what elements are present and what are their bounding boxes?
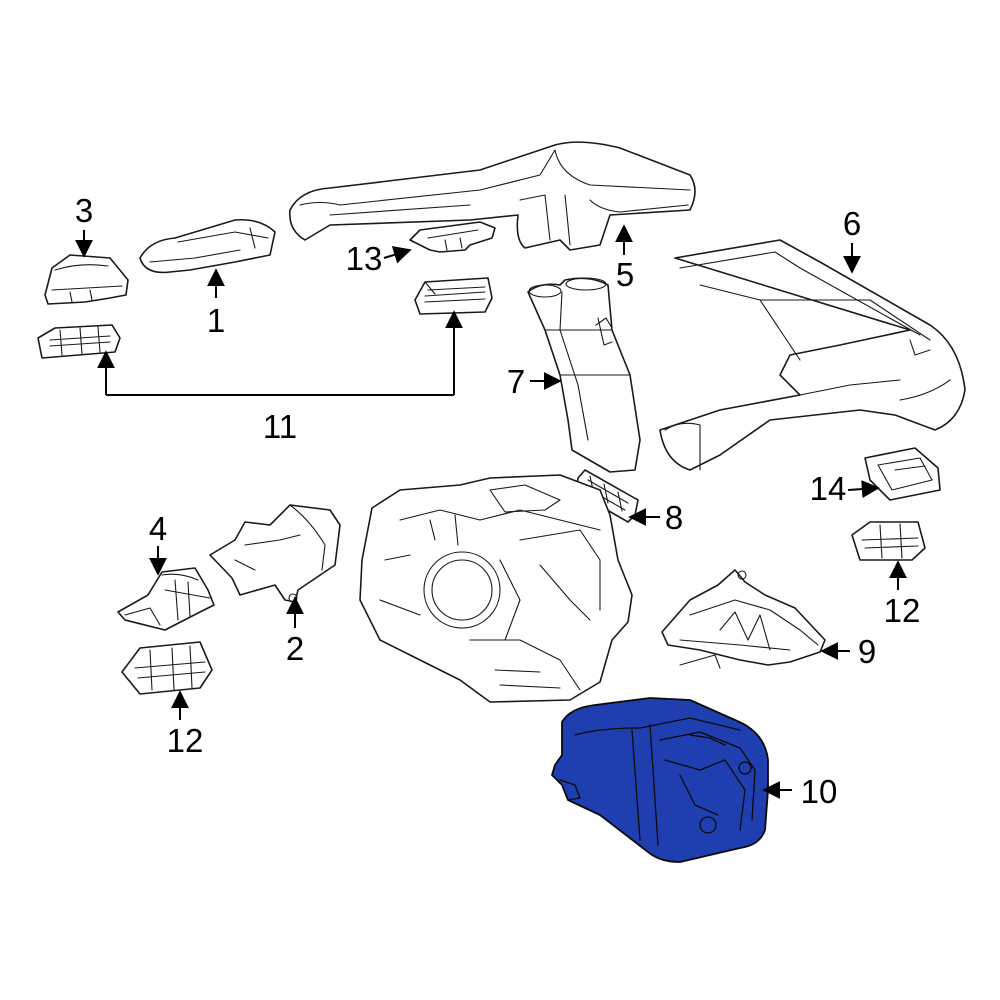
callout-10: 10 (801, 773, 838, 810)
callout-11: 11 (263, 408, 297, 445)
callout-9: 9 (858, 633, 876, 670)
callout-labels: 3 1 13 5 6 11 7 8 14 12 9 10 4 2 12 (75, 192, 921, 810)
callout-7: 7 (507, 363, 525, 400)
part-10-highlighted-case (551, 697, 769, 863)
callout-12-left: 12 (167, 722, 204, 759)
part-12-vent-right (851, 521, 926, 561)
callout-8: 8 (665, 499, 683, 536)
callout-12-right: 12 (884, 592, 921, 629)
part-6-duct (659, 239, 966, 471)
part-9-duct (661, 569, 826, 669)
part-5-duct (288, 141, 696, 251)
part-7-duct (527, 277, 641, 473)
callout-4: 4 (149, 510, 167, 547)
part-14-vent (864, 447, 941, 501)
part-11-vent-right (414, 277, 493, 315)
part-1-duct (139, 218, 276, 274)
part-13-bracket (409, 221, 496, 253)
callout-5: 5 (616, 256, 634, 293)
part-12-vent-left (121, 641, 213, 695)
callout-1: 1 (207, 302, 225, 339)
callout-14: 14 (810, 470, 847, 507)
part-2-duct (209, 504, 341, 603)
callout-2: 2 (286, 630, 304, 667)
part-4-duct (117, 567, 215, 631)
callout-13: 13 (346, 240, 383, 277)
callout-6: 6 (843, 205, 861, 242)
hvac-case-assembly (359, 474, 633, 703)
leader-lines (75, 224, 907, 799)
callout-3: 3 (75, 192, 93, 229)
part-3-duct (44, 254, 129, 305)
part-11-vent-left (37, 324, 121, 359)
